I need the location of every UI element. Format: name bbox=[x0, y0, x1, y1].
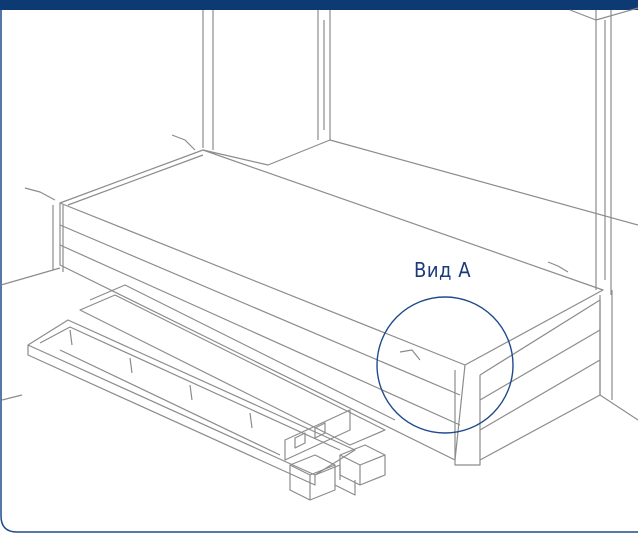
outer-frame bbox=[0, 10, 638, 533]
loose-beam-inner bbox=[39, 326, 341, 451]
panel-divider bbox=[59, 244, 461, 426]
hook bbox=[399, 349, 421, 361]
loose-beam-inner bbox=[59, 349, 281, 456]
floor-line bbox=[599, 394, 638, 421]
right-side-divider bbox=[479, 329, 601, 431]
block bbox=[309, 465, 336, 501]
hook bbox=[24, 187, 56, 201]
view-a-callout-circle bbox=[376, 296, 514, 434]
shelf-front-face bbox=[59, 203, 466, 461]
floor-line bbox=[0, 267, 61, 286]
loose-beam bbox=[27, 319, 356, 476]
hook bbox=[547, 261, 569, 273]
center-post bbox=[317, 10, 331, 140]
left-front-post bbox=[52, 205, 64, 272]
hook bbox=[171, 134, 196, 151]
loose-beam-end bbox=[27, 345, 316, 486]
shelf-top bbox=[59, 149, 604, 366]
stacked-panels bbox=[89, 284, 396, 421]
header-bar bbox=[0, 0, 638, 10]
left-rear-post bbox=[202, 10, 214, 150]
right-front-post bbox=[454, 370, 481, 466]
stacked-panel-ends bbox=[294, 422, 326, 449]
block bbox=[339, 444, 386, 486]
rear-shelf-edge bbox=[202, 139, 638, 226]
block bbox=[314, 464, 356, 496]
view-a-label: Вид A bbox=[414, 258, 471, 282]
right-post-2 bbox=[599, 290, 613, 400]
loose-beam-ribs bbox=[69, 329, 253, 429]
right-post bbox=[595, 10, 612, 295]
shelf-top-inner bbox=[67, 154, 204, 206]
panel-divider bbox=[59, 224, 461, 396]
right-top-brace bbox=[569, 7, 638, 21]
stacked-panel-ends bbox=[284, 409, 351, 461]
stacked-panels bbox=[79, 294, 386, 446]
floor-line bbox=[1, 394, 23, 401]
